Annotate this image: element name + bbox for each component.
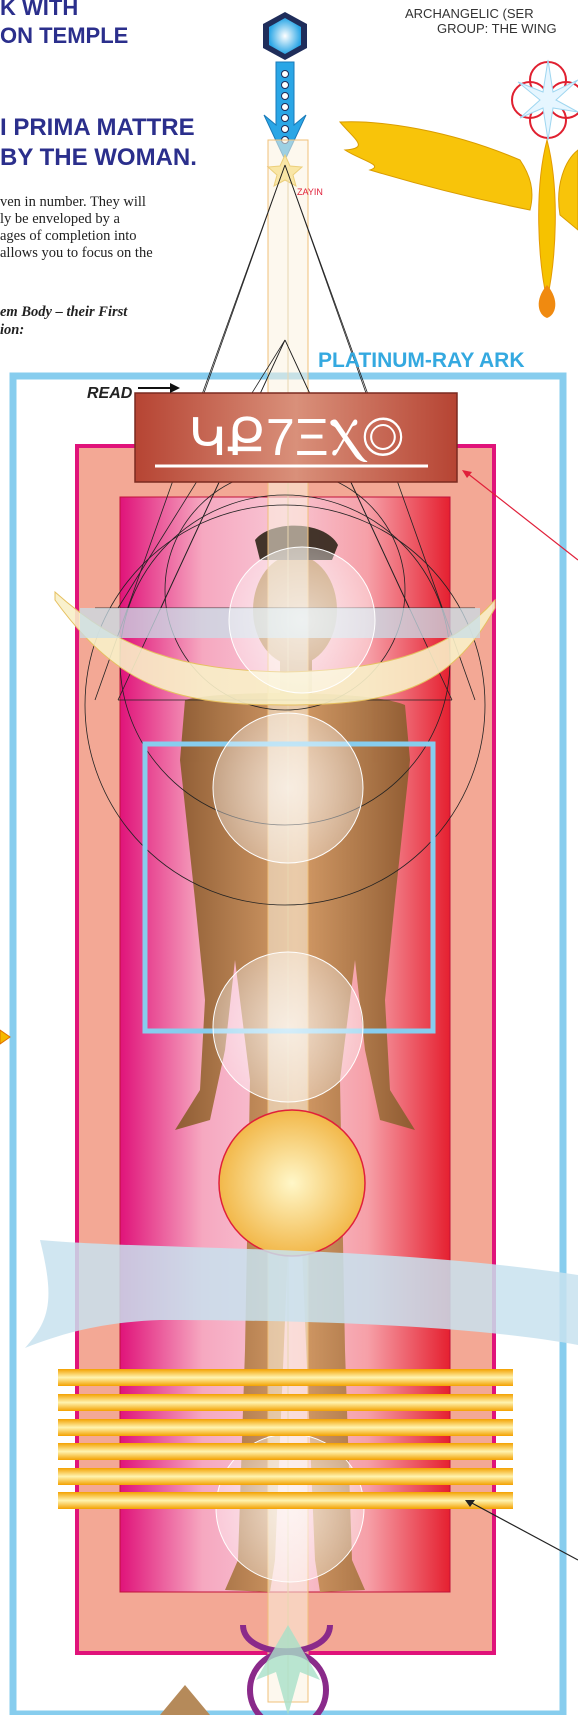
sacral-orb [219, 1110, 365, 1256]
glyph-text: ԿՔ7ΞⲬ◎ [188, 409, 403, 467]
hexagon-icon [263, 12, 307, 60]
wings-icon [340, 60, 578, 318]
heart-orb [213, 713, 363, 863]
abdomen-orb [213, 952, 363, 1102]
side-arrow-icon [0, 1030, 10, 1044]
head-orb [229, 547, 375, 693]
zayin-label: ZAYIN [297, 187, 323, 197]
ark-title: PLATINUM-RAY ARK [318, 349, 525, 372]
read-label: READ [87, 385, 133, 402]
